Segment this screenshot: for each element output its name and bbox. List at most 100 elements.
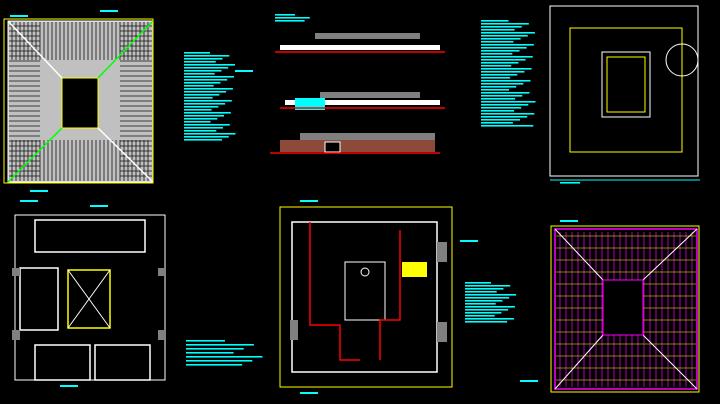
annotation-line (481, 29, 515, 31)
section-floor (285, 100, 440, 105)
room (34, 219, 146, 253)
annotation-label (300, 392, 318, 394)
floor-plan-left (12, 214, 166, 381)
annotation-line (184, 70, 222, 72)
annotation-line (481, 44, 534, 46)
stair (402, 262, 427, 277)
detail-callout-circle (665, 43, 699, 77)
courtyard (344, 261, 386, 321)
annotation-line (465, 285, 511, 287)
annotation-line (481, 89, 510, 91)
annotation-line (186, 348, 244, 350)
plan-walls (291, 221, 438, 373)
column (12, 330, 20, 340)
annotation-line (184, 58, 223, 60)
plan-inner (569, 27, 683, 153)
annotation-label (20, 200, 38, 202)
annotation-line (184, 67, 229, 69)
annotation-line (481, 95, 523, 97)
annotation-line (481, 71, 525, 73)
annotation-line (481, 41, 514, 43)
annotation-label (30, 190, 48, 192)
annotation-line (481, 80, 531, 82)
annotation-line (481, 125, 534, 127)
section-roof (315, 33, 420, 39)
annotation-line (184, 61, 216, 63)
hip-beam (642, 334, 698, 390)
annotation-label (520, 380, 538, 382)
annotation-line (481, 35, 528, 37)
annotation-line (184, 136, 229, 138)
annotation-line (481, 65, 512, 67)
annotation-line (186, 344, 254, 346)
annotation-line (465, 288, 504, 290)
annotation-line (465, 318, 514, 320)
annotation-line (481, 62, 519, 64)
hip-beam (554, 334, 604, 390)
annotation-line (481, 107, 522, 109)
annotation-line (481, 110, 514, 112)
column (12, 268, 20, 276)
annotation-line (184, 55, 230, 57)
column (437, 322, 447, 342)
annotation-line (184, 76, 234, 78)
annotation-line (481, 50, 520, 52)
annotation-line (184, 64, 235, 66)
annotation-line (184, 94, 220, 96)
annotation-label (300, 200, 318, 202)
annotation-line (186, 356, 263, 358)
annotation-label (10, 15, 28, 17)
building-sections (270, 33, 445, 154)
annotation-line (481, 32, 535, 34)
framing-members (554, 228, 698, 390)
annotation-line (184, 106, 219, 108)
annotation-line (186, 340, 225, 342)
annotation-line (481, 92, 530, 94)
annotation-label (235, 70, 253, 72)
annotation-line (184, 73, 215, 75)
annotation-line (560, 182, 580, 184)
annotation-line (186, 360, 253, 362)
courtyard-diagonal (67, 269, 111, 329)
annotation-line (465, 312, 502, 314)
fountain (360, 267, 370, 277)
annotation-line (184, 127, 223, 129)
annotation-line (184, 79, 228, 81)
red-wall-line (379, 230, 401, 360)
annotation-line (184, 118, 218, 120)
roof-hip-line (7, 127, 63, 183)
roof-hip-line (7, 20, 63, 79)
plan-outline (549, 5, 699, 177)
annotation-line (184, 97, 213, 99)
annotation-line (184, 112, 231, 114)
annotation-line (481, 83, 524, 85)
annotation-line (465, 306, 515, 308)
room (94, 344, 151, 381)
annotation-line (481, 59, 526, 61)
annotation-line (184, 52, 210, 54)
roof-hip-line (97, 127, 154, 183)
annotation-line (481, 68, 532, 70)
annotation-line (184, 103, 226, 105)
annotation-line (184, 82, 221, 84)
roof-outline (3, 18, 154, 184)
annotation-line (184, 91, 227, 93)
annotation-line (481, 74, 518, 76)
annotation-line (481, 23, 529, 25)
annotation-label (100, 10, 118, 12)
annotation-line (481, 47, 527, 49)
column (158, 268, 166, 276)
elevation-wall (280, 140, 435, 152)
annotation-line (184, 88, 233, 90)
annotation-line (275, 17, 310, 19)
framing-border (550, 225, 700, 393)
roof-plan (3, 18, 154, 184)
section-floor (280, 45, 440, 50)
annotation-line (465, 315, 495, 317)
annotation-line (481, 86, 517, 88)
plan-outline (279, 206, 453, 388)
annotation-label (90, 205, 108, 207)
hip-beam (554, 228, 604, 281)
plan-courtyard-inner (606, 56, 646, 113)
